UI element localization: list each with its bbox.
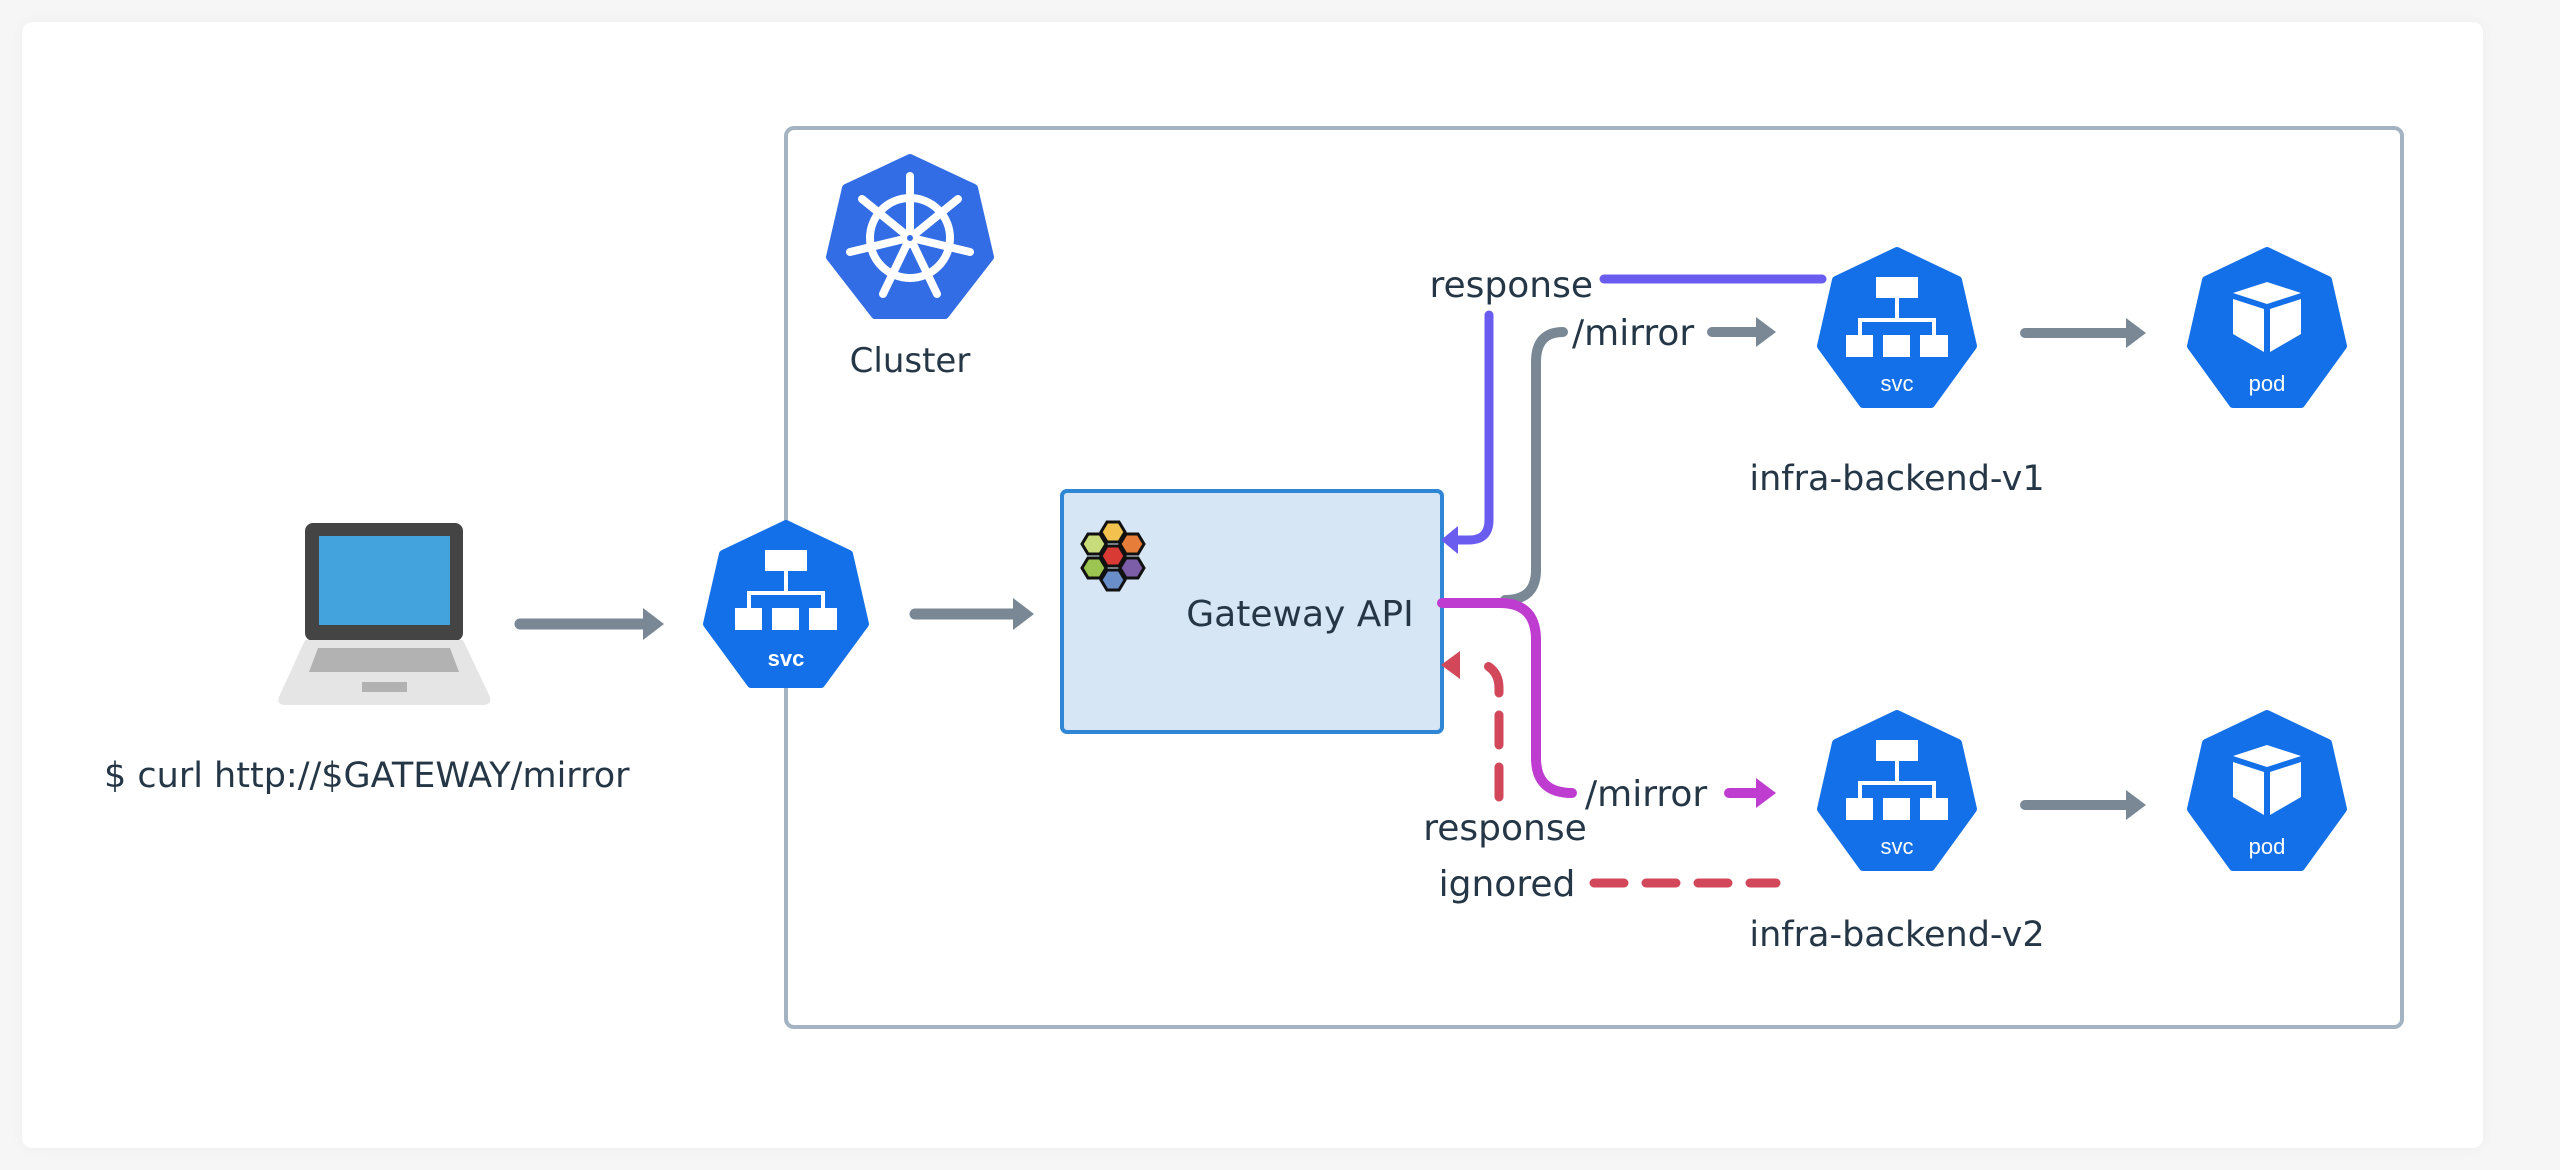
backend-v2-pod-icon[interactable]: pod bbox=[2187, 710, 2347, 871]
cluster-boundary bbox=[784, 126, 2404, 1029]
curl-command: $ curl http://$GATEWAY/mirror bbox=[104, 756, 630, 796]
route-mirror: /mirror bbox=[1437, 598, 1776, 815]
gateway-api-hexagons-icon bbox=[1080, 520, 1146, 592]
arrow-v1-service-to-pod bbox=[2020, 318, 2146, 348]
backend-v2-service-icon[interactable]: svc bbox=[1817, 710, 1977, 871]
backend-v1-service-icon[interactable]: svc bbox=[1817, 247, 1977, 408]
cluster-label: Cluster bbox=[850, 341, 971, 381]
backend-v2-pod-label: pod bbox=[2249, 834, 2286, 859]
backend-v2-name: infra-backend-v2 bbox=[1749, 915, 2044, 955]
arrow-client-to-service bbox=[514, 608, 664, 640]
gateway-api-label: Gateway API bbox=[1186, 594, 1413, 635]
response-primary: response bbox=[1429, 265, 1827, 554]
backend-v1-pod-label: pod bbox=[2249, 371, 2286, 396]
backend-v2-service-label: svc bbox=[1881, 834, 1914, 859]
laptop-icon bbox=[278, 523, 491, 705]
primary-route-path-label: /mirror bbox=[1572, 313, 1694, 354]
backend-v2: svc pod infra-backend-v2 bbox=[1749, 710, 2347, 955]
primary-response-label: response bbox=[1429, 265, 1593, 306]
arrow-v2-service-to-pod bbox=[2020, 790, 2146, 820]
kubernetes-helm-icon bbox=[826, 154, 994, 319]
mirror-ignored-label: ignored bbox=[1439, 864, 1576, 905]
mirror-route-path-label: /mirror bbox=[1585, 774, 1707, 815]
backend-v1-name: infra-backend-v1 bbox=[1749, 459, 2044, 499]
entry-service-icon[interactable]: svc bbox=[703, 520, 869, 688]
response-mirror-ignored: response ignored bbox=[1423, 651, 1781, 905]
arrow-service-to-gateway bbox=[909, 598, 1034, 630]
backend-v1: svc pod infra-backend-v1 bbox=[1749, 247, 2347, 499]
backend-v1-service-label: svc bbox=[1881, 371, 1914, 396]
mirror-response-label: response bbox=[1423, 808, 1587, 849]
gateway-api-box[interactable]: Gateway API bbox=[1060, 489, 1444, 734]
route-primary: /mirror bbox=[1500, 313, 1776, 605]
backend-v1-pod-icon[interactable]: pod bbox=[2187, 247, 2347, 408]
entry-service-label: svc bbox=[768, 646, 805, 671]
